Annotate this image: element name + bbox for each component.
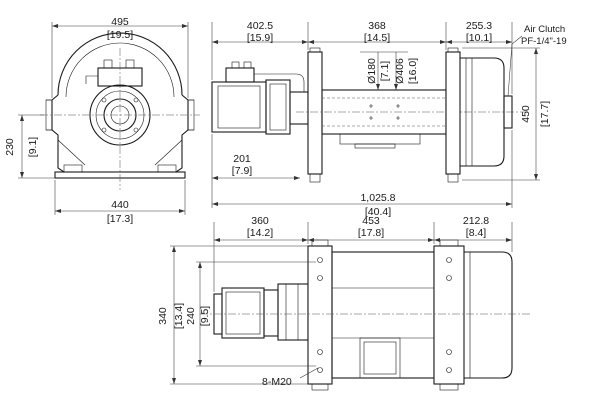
side-view — [211, 22, 540, 208]
dim-overall-height-mm: 450 — [520, 105, 532, 123]
dim-front-width-mm: 495 — [111, 16, 129, 28]
top-view — [170, 222, 530, 391]
dim-drum-len-in: [14.5] — [364, 32, 390, 44]
dim-drum-dia-in: [7.1] — [379, 61, 391, 82]
air-clutch-label: Air Clutch — [524, 24, 565, 35]
dim-overall-len-mm: 1,025.8 — [360, 192, 395, 204]
dim-drum-len-mm: 368 — [368, 20, 386, 32]
dim-motor-len-mm: 402.5 — [247, 20, 273, 32]
dim-overall-height-in: [17.7] — [539, 101, 551, 127]
dim-base-w-mm: 340 — [157, 307, 169, 325]
air-clutch-port-label: PF-1/4"-19 — [521, 36, 567, 47]
dim-bolt-sp-in: [9.5] — [199, 306, 211, 327]
dim-top-motor-mm: 360 — [251, 215, 269, 227]
dim-end-len-in: [10.1] — [466, 32, 492, 44]
dim-top-motor-in: [14.2] — [247, 227, 273, 239]
dim-top-mid-in: [17.8] — [358, 227, 384, 239]
dim-flange-dia-in: [16.0] — [407, 58, 419, 84]
dim-motor-len-in: [15.9] — [247, 32, 273, 44]
dim-top-mid-mm: 453 — [362, 215, 380, 227]
dim-axis-offset-in: [7.9] — [232, 165, 253, 177]
front-view-labels: 495 [19.5] 440 [17.3] 230 [9.1] — [4, 16, 133, 225]
dim-drum-dia-mm: Ø180 — [366, 58, 378, 84]
top-view-labels: 360 [14.2] 453 [17.8] 212.8 [8.4] 340 [1… — [157, 215, 489, 388]
dim-front-width-in: [19.5] — [107, 29, 133, 41]
dim-top-end-in: [8.4] — [466, 227, 487, 239]
dim-flange-dia-mm: Ø406 — [394, 58, 406, 84]
front-view — [18, 22, 200, 215]
dim-front-height-mm: 230 — [4, 138, 16, 156]
dim-front-base-mm: 440 — [111, 199, 129, 211]
dim-axis-offset-mm: 201 — [233, 153, 251, 165]
dim-base-w-in: [13.4] — [173, 303, 185, 329]
dim-top-end-mm: 212.8 — [463, 215, 489, 227]
side-view-labels: 402.5 [15.9] 368 [14.5] 255.3 [10.1] Ø18… — [232, 20, 567, 218]
dim-end-len-mm: 255.3 — [466, 20, 492, 32]
dim-front-height-in: [9.1] — [27, 137, 39, 158]
dim-bolt-sp-mm: 240 — [185, 307, 197, 325]
dim-front-base-in: [17.3] — [107, 213, 133, 225]
bolt-callout: 8-M20 — [262, 376, 292, 388]
dim-overall-len-in: [40.4] — [365, 206, 391, 218]
